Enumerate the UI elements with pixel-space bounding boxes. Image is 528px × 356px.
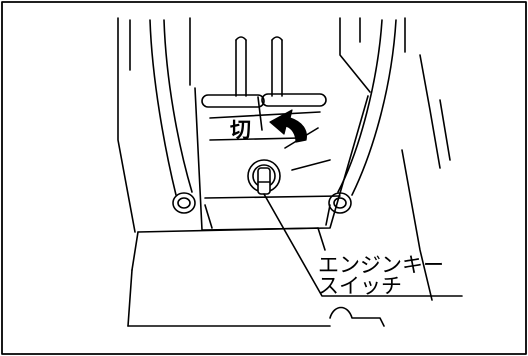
key-knob-icon (247, 159, 281, 195)
control-levers (201, 36, 327, 131)
switch-plate (209, 111, 331, 171)
callout-label-line2: スイッチ (318, 274, 402, 298)
lower-base (127, 99, 451, 327)
off-position-label: 切 (230, 118, 251, 142)
left-guard-rail (149, 19, 196, 214)
curved-arrow-icon (269, 109, 307, 143)
callout-label-line1: エンジンキー (318, 253, 444, 277)
right-guard-rail (328, 19, 397, 214)
